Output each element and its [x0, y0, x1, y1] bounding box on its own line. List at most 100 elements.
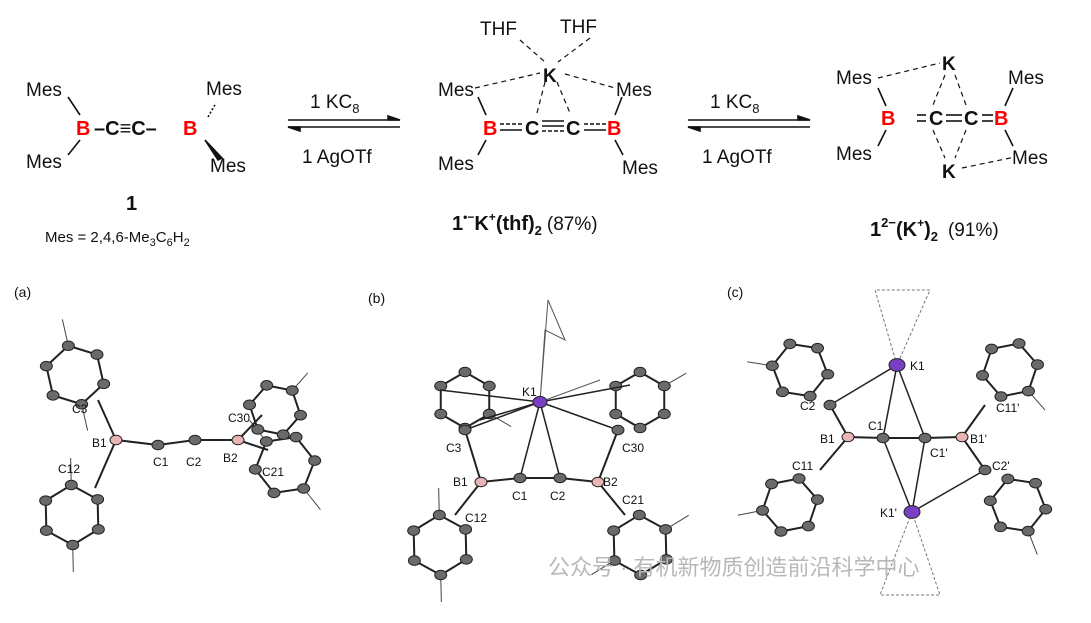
atom-label: C2 [550, 489, 566, 503]
atom-label: C3 [446, 441, 462, 455]
potassium-atom: K [942, 54, 956, 75]
carbon-ellipsoid [811, 342, 825, 354]
potassium-ellipsoid [888, 358, 906, 372]
reagent-agotf: 1 AgOTf [702, 147, 772, 168]
bond [439, 389, 541, 403]
carbon-ellipsoid [297, 483, 311, 494]
bond [961, 404, 986, 438]
carbon-ellipsoid [267, 487, 281, 499]
carbon-ellipsoid [983, 495, 997, 507]
thf-label: THF [480, 19, 517, 40]
atom-label: B1' [970, 432, 987, 446]
carbon-ellipsoid [876, 432, 890, 444]
carbon-ellipsoid [609, 408, 623, 420]
carbon-ellipsoid [75, 398, 89, 410]
bond [911, 469, 986, 513]
carbon-ellipsoid [1039, 503, 1053, 515]
bond [819, 436, 849, 471]
carbon-ellipsoid [66, 539, 80, 551]
carbon-ellipsoid [289, 431, 303, 443]
carbon-ellipsoid [90, 349, 104, 360]
thf-wireframe [874, 289, 941, 596]
carbon-ellipsoid [993, 521, 1007, 533]
atom-label: B2 [603, 475, 618, 489]
carbon-ellipsoid [459, 554, 473, 565]
panel-b-tag: (b) [368, 290, 385, 306]
carbon-ellipsoid [151, 439, 165, 451]
carbon-ellipsoid [61, 340, 75, 352]
atom-label: B2 [223, 451, 238, 465]
carbon-ellipsoid [1012, 338, 1026, 349]
carbon-ellipsoid [251, 424, 265, 435]
carbon-atom: C [929, 108, 943, 130]
bond [829, 404, 849, 438]
panel-a-tag: (a) [14, 284, 31, 300]
potassium-ellipsoid [532, 395, 548, 409]
carbon-ellipsoid [259, 436, 273, 447]
carbon-ellipsoid [775, 386, 789, 398]
atom-label: C12 [465, 511, 487, 525]
bond [479, 401, 541, 421]
carbon-ellipsoid [482, 380, 496, 392]
atom-label: C21 [622, 493, 644, 507]
carbon-ellipsoid [978, 464, 992, 476]
bond [94, 439, 117, 489]
carbon-ellipsoid [553, 472, 567, 484]
bond [911, 437, 926, 513]
carbon-ellipsoid [432, 509, 446, 521]
carbon-ellipsoid [285, 385, 299, 396]
bond [464, 401, 541, 431]
carbon-ellipsoid [765, 360, 779, 372]
carbon-ellipsoid [659, 554, 673, 565]
boron-ellipsoid [109, 434, 123, 446]
bond [454, 481, 482, 516]
carbon-ellipsoid [609, 380, 623, 392]
carbon-ellipsoid [39, 525, 53, 536]
delocalized-bonds [500, 114, 993, 132]
carbon-ellipsoid [659, 524, 673, 535]
carbon-ellipsoid [46, 390, 60, 401]
bond [519, 401, 541, 479]
bond [464, 429, 482, 483]
carbon-ellipsoid [407, 555, 421, 566]
atom-label: C2 [800, 399, 816, 413]
mes-label: Mes [836, 68, 872, 89]
atom-label: B1 [820, 432, 835, 446]
bond [97, 399, 117, 441]
boron-atom: B [76, 118, 90, 140]
carbon-ellipsoid [39, 495, 53, 506]
carbon-ellipsoid [91, 524, 105, 535]
carbon-ellipsoid [248, 464, 262, 475]
carbon-atom: C [525, 118, 539, 140]
atom-label: C30 [622, 441, 644, 455]
carbon-ellipsoid [97, 378, 111, 390]
thf-label: THF [560, 17, 597, 38]
thf-wireframe [539, 299, 601, 403]
carbon-ellipsoid [657, 380, 671, 392]
carbon-ellipsoid [1001, 473, 1015, 485]
carbon-ellipsoid [607, 525, 621, 536]
atom-label: C12 [58, 462, 80, 476]
carbon-ellipsoid [918, 432, 932, 444]
carbon-ellipsoid [633, 422, 647, 434]
bond [896, 364, 926, 439]
panel-c-tag: (c) [727, 284, 743, 300]
carbon-ellipsoid [308, 455, 322, 466]
bond [539, 401, 561, 479]
atom-label: C1 [153, 455, 169, 469]
atom-label: C2 [186, 455, 202, 469]
boron-atom: B [607, 118, 621, 140]
carbon-ellipsoid [407, 525, 421, 536]
carbon-atom: C [566, 118, 580, 140]
carbon-ellipsoid [434, 408, 448, 420]
carbon-ellipsoid [633, 366, 647, 378]
carbon-ellipsoid [985, 343, 999, 355]
reagent-kc8: 1 KC8 [710, 92, 759, 116]
carbon-ellipsoid [459, 524, 473, 535]
mes-definition: Mes = 2,4,6-Me3C6H2 [45, 229, 190, 249]
bond [882, 437, 913, 513]
carbon-ellipsoid [823, 399, 837, 411]
atom-label: K1' [880, 506, 897, 520]
atom-label: C11' [996, 401, 1019, 415]
atom-label: K1 [910, 359, 925, 373]
